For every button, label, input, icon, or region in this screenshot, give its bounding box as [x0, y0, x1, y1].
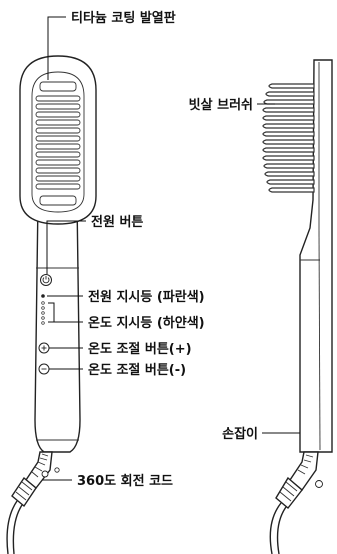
tooth-row [35, 135, 81, 142]
tooth-row [35, 167, 81, 174]
front-power-cord [6, 500, 18, 554]
side-swivel-joint [269, 451, 323, 554]
label-power-indicator: 전원 지시등 (파란색) [88, 289, 205, 305]
plate-top-bar [39, 81, 77, 92]
front-swivel-joint [6, 451, 60, 554]
side-power-cord [269, 502, 282, 554]
tooth-row [35, 159, 81, 166]
front-handle-body [34, 199, 81, 453]
tooth-row [35, 119, 81, 126]
temp-dot [41, 321, 45, 325]
temp-dot [41, 301, 45, 305]
label-power-button: 전원 버튼 [91, 214, 143, 230]
tooth-row [35, 103, 81, 110]
label-titanium-plate: 티타늄 코팅 발열판 [71, 10, 176, 26]
front-brush-head [19, 55, 97, 225]
tooth-row [35, 175, 81, 182]
temp-dot [41, 311, 45, 315]
front-strain-relief [11, 476, 37, 508]
power-button[interactable] [40, 274, 52, 286]
temp-dot [41, 306, 45, 310]
side-swivel-screw [315, 480, 323, 488]
power-icon [42, 277, 50, 284]
power-button-ring [40, 274, 52, 286]
side-bristle-brush [262, 83, 315, 193]
label-temp-down-button: 온도 조절 버튼(-) [88, 362, 186, 378]
label-swivel-cord: 360도 회전 코드 [77, 473, 173, 489]
front-teeth-rows [35, 95, 81, 190]
temperature-indicator-lights [41, 301, 45, 325]
temp-dot [41, 316, 45, 320]
side-view-straightener [262, 59, 333, 554]
leader-power-button [46, 220, 86, 274]
leader-titanium-plate [47, 16, 66, 80]
leader-temp-indicator [48, 302, 83, 323]
label-temp-up-button: 온도 조절 버튼(+) [88, 341, 192, 357]
label-temp-indicator: 온도 지시등 (하얀색) [88, 315, 205, 331]
power-indicator-light [41, 294, 45, 298]
plate-bottom-bar [39, 195, 77, 206]
tooth-row [35, 95, 81, 102]
leader-lines [42, 16, 300, 481]
side-inner-line [318, 229, 321, 451]
side-body [299, 59, 333, 453]
tooth-row [35, 127, 81, 134]
callout-labels: 티타늄 코팅 발열판 전원 버튼 전원 지시등 (파란색) 온도 지시등 (하얀… [71, 10, 258, 489]
tooth-row [35, 151, 81, 158]
swivel-screw [54, 467, 60, 473]
label-handle: 손잡이 [222, 426, 258, 442]
side-strain-relief [275, 476, 303, 510]
tooth-row [35, 143, 81, 150]
temp-down-button[interactable] [38, 363, 50, 375]
tooth-row [35, 111, 81, 118]
temp-up-button[interactable] [38, 342, 50, 354]
tooth-row [35, 183, 81, 190]
front-view-straightener [6, 55, 97, 554]
label-bristle-brush: 빗살 브러쉬 [189, 97, 253, 113]
titanium-heating-plate [31, 71, 85, 213]
swivel-screw [41, 470, 49, 478]
